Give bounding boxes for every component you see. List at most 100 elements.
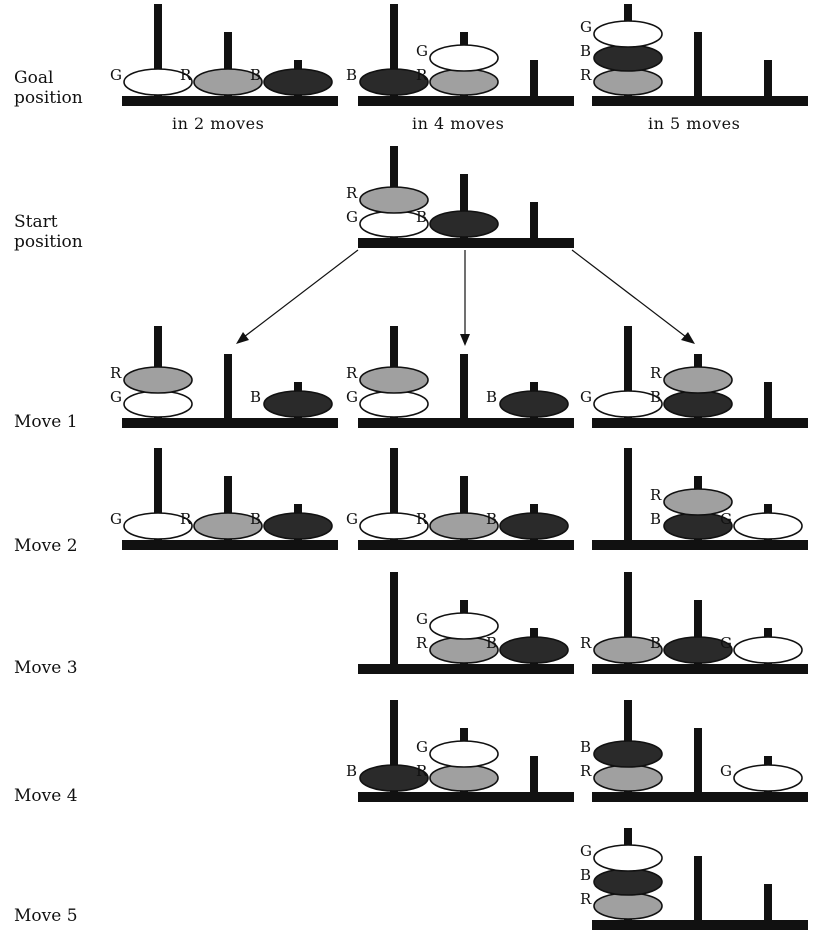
ball-G [359, 390, 429, 418]
ball-R [193, 68, 263, 96]
ball-G [429, 740, 499, 768]
ball-B [499, 390, 569, 418]
goal-caption-5: in 5 moves [648, 114, 741, 133]
transition-arrows [236, 249, 695, 346]
board [358, 238, 574, 248]
ball-G [733, 512, 803, 540]
row-label-goal: Goal position [14, 68, 83, 108]
peg-3 [764, 884, 772, 920]
puzzle-m3-b: RGB [358, 572, 574, 674]
peg-2 [224, 354, 232, 418]
ball-R [429, 68, 499, 96]
goal-caption-4: in 4 moves [412, 114, 505, 133]
ball-G [593, 390, 663, 418]
ball-label-G: G [346, 510, 358, 528]
ball-label-R: R [580, 66, 592, 84]
peg-2 [694, 600, 702, 664]
ball-label-R: R [580, 762, 592, 780]
puzzle-m4-c: RBG [580, 700, 808, 802]
ball-label-R: R [416, 510, 428, 528]
ball-G [429, 612, 499, 640]
ball-label-B: B [250, 510, 261, 528]
peg-1 [154, 4, 162, 96]
row-label-start-line1: Start [14, 212, 58, 232]
peg-3 [764, 60, 772, 96]
goal-caption-2: in 2 moves [172, 114, 265, 133]
peg-2 [224, 32, 232, 96]
peg-2 [694, 32, 702, 96]
ball-label-G: G [416, 738, 428, 756]
peg-1 [390, 4, 398, 96]
ball-label-G: G [110, 510, 122, 528]
ball-label-R: R [416, 762, 428, 780]
ball-R [663, 366, 733, 394]
ball-R [123, 366, 193, 394]
peg-2 [224, 476, 232, 540]
peg-3 [764, 382, 772, 418]
ball-label-G: G [110, 388, 122, 406]
ball-B [499, 512, 569, 540]
ball-B [263, 512, 333, 540]
row-label-start: Start position [14, 212, 83, 252]
ball-label-G: G [580, 388, 592, 406]
arrowhead-move1-b [460, 334, 470, 346]
ball-R [359, 366, 429, 394]
ball-label-G: G [416, 610, 428, 628]
ball-label-G: G [580, 18, 592, 36]
puzzle-m1-a: GRB [110, 326, 338, 428]
board [592, 664, 808, 674]
ball-G [123, 390, 193, 418]
peg-1 [154, 448, 162, 540]
ball-label-R: R [650, 364, 662, 382]
ball-B [499, 636, 569, 664]
board [592, 920, 808, 930]
ball-label-R: R [580, 634, 592, 652]
ball-label-B: B [650, 388, 661, 406]
ball-label-B: B [346, 66, 357, 84]
board [592, 792, 808, 802]
ball-B [359, 68, 429, 96]
arrow-to-move1-c [571, 249, 691, 341]
arrow-to-move1-a [239, 249, 359, 341]
row-label-move4: Move 4 [14, 786, 78, 806]
puzzle-m2-c: BRG [592, 448, 808, 550]
ball-R [593, 764, 663, 792]
board [358, 664, 574, 674]
ball-label-G: G [346, 208, 358, 226]
ball-label-R: R [650, 486, 662, 504]
arrowhead-move1-c [681, 332, 695, 344]
ball-B [663, 636, 733, 664]
ball-label-R: R [110, 364, 122, 382]
peg-2 [460, 476, 468, 540]
ball-R [193, 512, 263, 540]
ball-label-G: G [416, 42, 428, 60]
ball-label-R: R [416, 66, 428, 84]
ball-label-B: B [346, 762, 357, 780]
peg-1 [624, 448, 632, 540]
peg-2 [460, 174, 468, 238]
ball-label-B: B [650, 510, 661, 528]
peg-3 [530, 756, 538, 792]
peg-2 [460, 354, 468, 418]
board [592, 96, 808, 106]
puzzle-m4-b: B RG [346, 700, 574, 802]
ball-label-R: R [180, 66, 192, 84]
ball-G [429, 44, 499, 72]
ball-label-R: R [416, 634, 428, 652]
ball-B [263, 68, 333, 96]
ball-G [733, 764, 803, 792]
board [358, 540, 574, 550]
ball-label-G: G [110, 66, 122, 84]
ball-label-B: B [416, 208, 427, 226]
puzzle-goal-5: RBG [580, 4, 808, 106]
ball-R [593, 892, 663, 920]
board [358, 96, 574, 106]
peg-1 [624, 572, 632, 664]
ball-B [593, 740, 663, 768]
ball-R [429, 764, 499, 792]
ball-label-B: B [650, 634, 661, 652]
ball-label-B: B [250, 66, 261, 84]
row-label-goal-line1: Goal [14, 68, 54, 88]
